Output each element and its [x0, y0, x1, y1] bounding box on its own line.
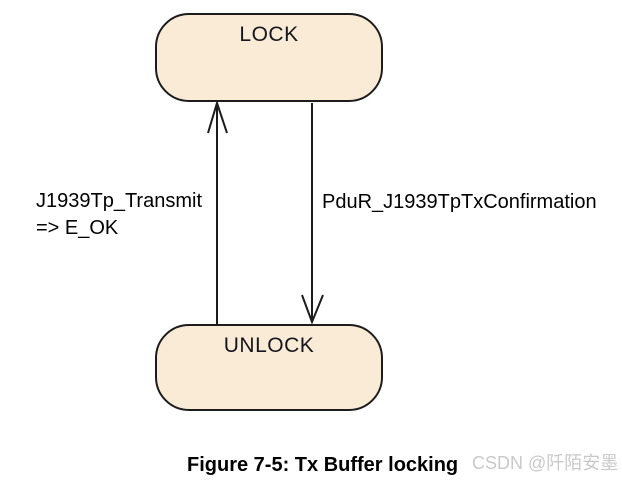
transition-arrow-unlock-to-lock: [207, 99, 228, 324]
csdn-watermark: CSDN @阡陌安墨: [472, 453, 619, 473]
transition-label-transmit-line2: => E_OK: [36, 217, 119, 239]
state-lock: LOCK: [155, 13, 383, 102]
figure-caption: Figure 7-5: Tx Buffer locking: [187, 454, 459, 476]
transition-label-transmit: J1939Tp_Transmit => E_OK: [36, 188, 202, 242]
state-unlock: UNLOCK: [155, 324, 383, 411]
transition-arrow-lock-to-unlock: [301, 103, 324, 325]
transition-label-transmit-line1: J1939Tp_Transmit: [36, 190, 202, 212]
state-unlock-label: UNLOCK: [223, 334, 315, 357]
state-lock-label: LOCK: [239, 23, 299, 46]
transition-label-confirmation: PduR_J1939TpTxConfirmation: [322, 191, 597, 213]
